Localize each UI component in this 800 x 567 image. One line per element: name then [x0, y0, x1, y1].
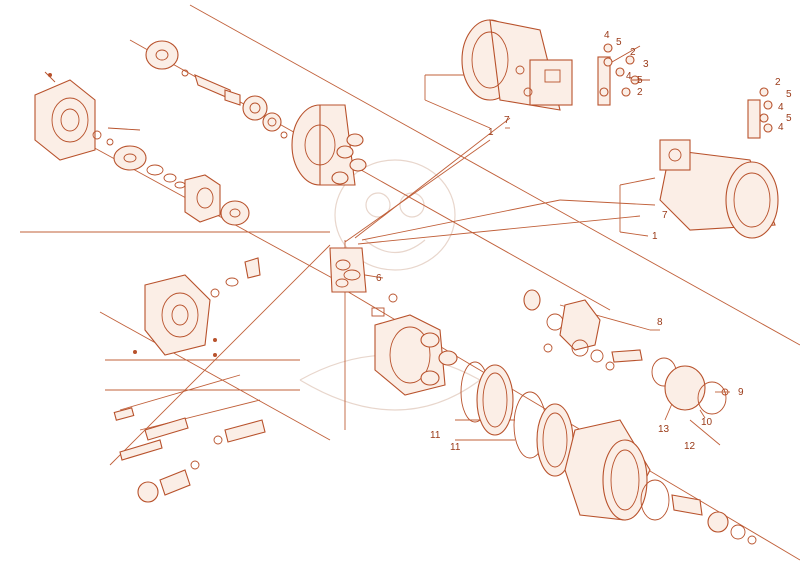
seal-kit-bag [329, 247, 367, 293]
hydraulic-motor-housing-left [34, 71, 96, 161]
callout-6-seal-kit: 6 [376, 273, 382, 284]
callout-5-top-b: 5 [637, 75, 643, 86]
ring-gears-and-orings [460, 361, 574, 477]
drum-housing [564, 419, 757, 545]
callout-2-top-a: 2 [630, 47, 636, 58]
hydraulic-motor-housing-middle [133, 257, 261, 357]
callout-3-top: 3 [643, 59, 649, 70]
callout-11-b: 11 [450, 442, 461, 453]
motor-small-parts [92, 127, 250, 226]
callout-2-top-b: 2 [637, 87, 643, 98]
callout-13: 13 [658, 424, 670, 435]
callout-7-right: 7 [662, 210, 668, 221]
final-drive-assembly-top [461, 19, 573, 111]
planetary-carrier-center [371, 293, 458, 396]
callout-4-top-a: 4 [604, 30, 610, 41]
callout-10: 10 [701, 417, 713, 428]
callout-8: 8 [657, 317, 663, 328]
callout-9: 9 [738, 387, 744, 398]
reduction-gearbox-top [291, 104, 367, 186]
callout-7-top: 7 [504, 115, 510, 126]
callout-4-top-b: 4 [626, 71, 632, 82]
callout-2-right: 2 [775, 77, 781, 88]
fittings-cluster-top [597, 43, 650, 106]
callout-12: 12 [684, 441, 696, 452]
cover-and-plates [523, 289, 729, 415]
callout-1-right: 1 [652, 231, 658, 242]
callout-4-right-b: 4 [778, 122, 784, 133]
callout-1-top: 1 [488, 127, 494, 138]
shaft-and-bearings [145, 40, 288, 139]
callout-5-right-a: 5 [786, 89, 792, 100]
final-drive-assembly-right [659, 139, 779, 239]
callout-5-top-a: 5 [616, 37, 622, 48]
callout-5-right-b: 5 [786, 113, 792, 124]
callout-11-a: 11 [430, 430, 441, 441]
fittings-cluster-right [747, 87, 773, 139]
leader-lines [20, 4, 800, 561]
callout-4-right: 4 [778, 102, 784, 113]
valve-spools [113, 407, 266, 503]
